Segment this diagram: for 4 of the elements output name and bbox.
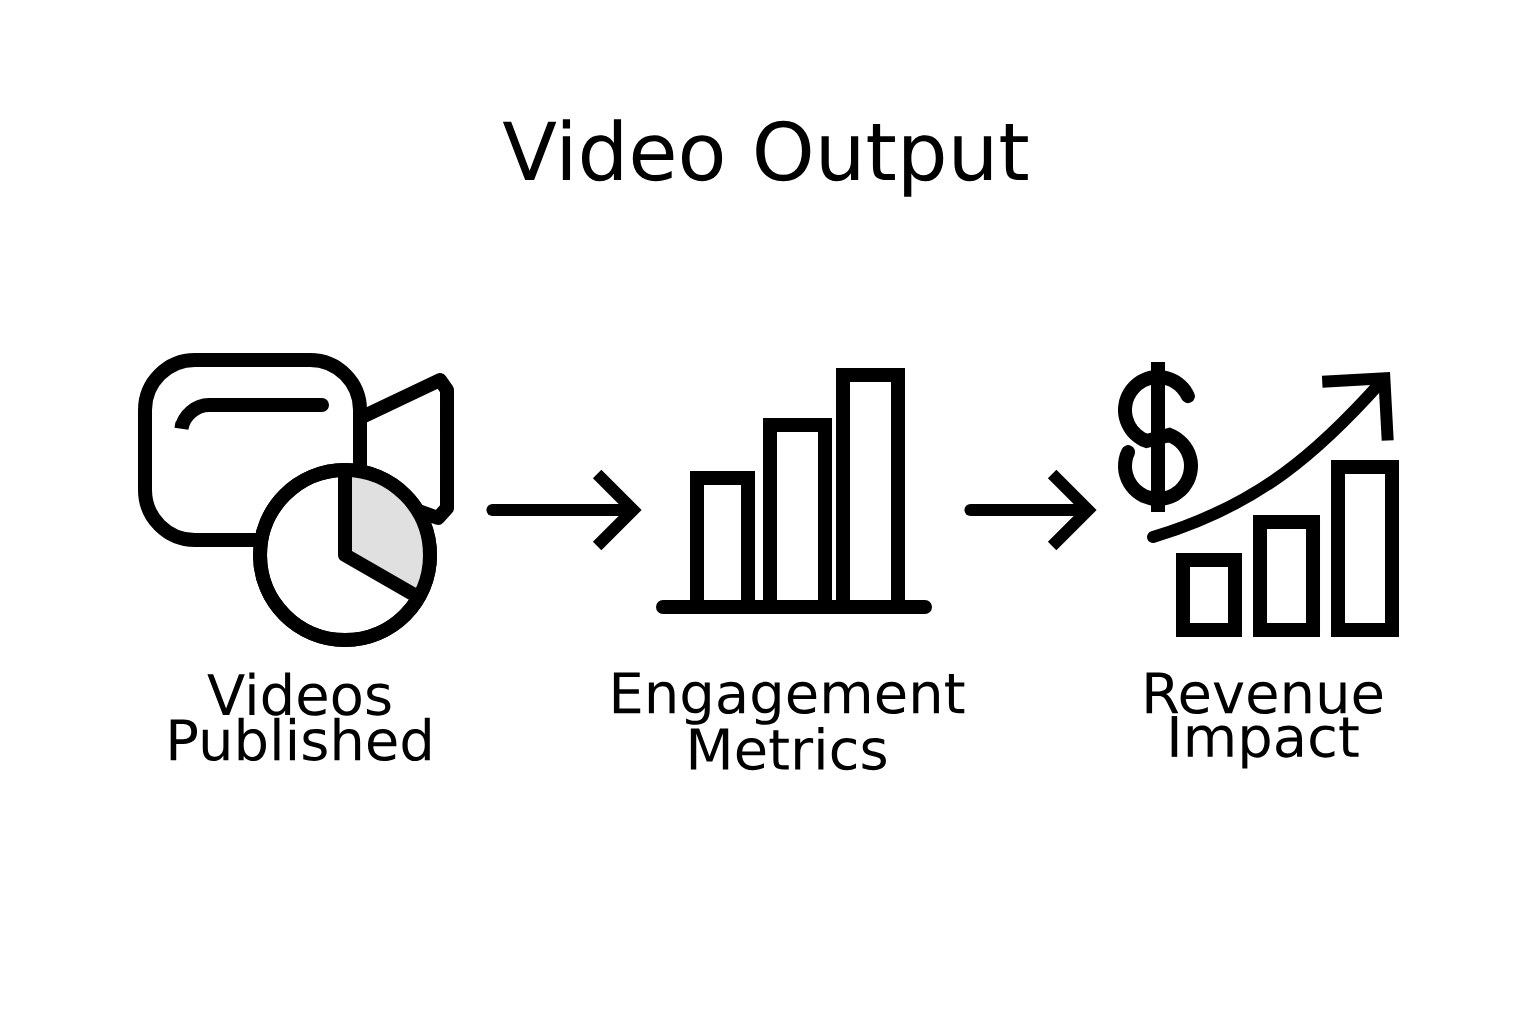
node-label: Engagement Metrics [613,672,965,771]
node-label: Revenue Impact [1146,672,1383,769]
node-label: Videos Published [170,672,430,762]
title: Video Output [502,119,1028,197]
